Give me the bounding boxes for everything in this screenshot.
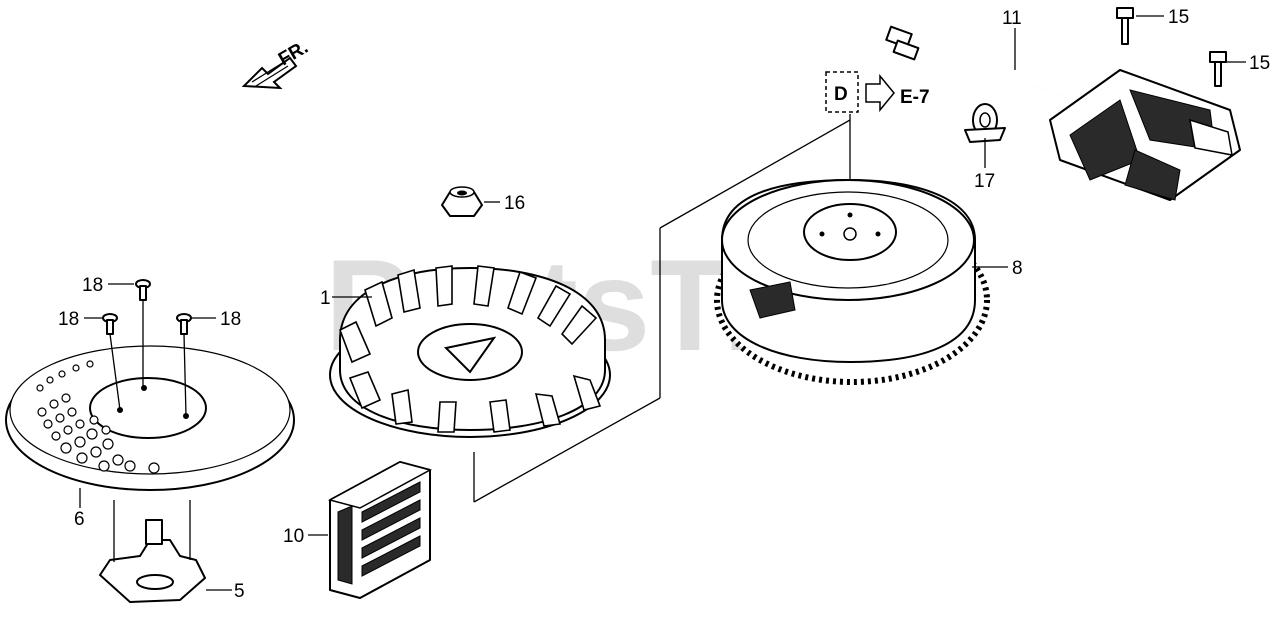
wire-clip-part [964, 103, 1006, 143]
reference-callout: D E-7 [825, 71, 930, 230]
flywheel-part [714, 179, 990, 385]
callout-5: 5 [234, 581, 245, 602]
front-direction-arrow: FR. [241, 37, 312, 90]
mounting-bracket-part [99, 500, 206, 603]
reference-box-label: D [834, 84, 848, 105]
flange-nut-part [441, 186, 483, 217]
screw-18-top [135, 279, 151, 301]
callout-16: 16 [504, 193, 525, 214]
screw-18-left [102, 313, 118, 335]
callout-1: 1 [320, 288, 331, 309]
screw-guide-lines [109, 300, 187, 417]
cooling-fan-part [329, 265, 611, 438]
callout-18-top: 18 [82, 275, 103, 296]
stator-coil-part [885, 25, 1241, 201]
bolt-15a [1116, 7, 1134, 45]
leader-lines [79, 15, 1246, 591]
shroud-plate-part [5, 345, 295, 491]
callout-10: 10 [283, 526, 304, 547]
callout-15b: 15 [1249, 53, 1270, 74]
callout-17: 17 [974, 171, 995, 192]
regulator-part [327, 461, 433, 599]
callout-11: 11 [1002, 8, 1022, 29]
bolt-15b [1209, 51, 1227, 87]
screw-18-right [176, 313, 192, 335]
callout-8: 8 [1012, 258, 1023, 279]
reference-target-label: E-7 [900, 87, 930, 108]
callout-18-left: 18 [58, 309, 79, 330]
callout-6: 6 [74, 509, 85, 530]
callout-15a: 15 [1168, 7, 1189, 28]
callout-18-right: 18 [220, 309, 241, 330]
assembly-guide-lines [473, 119, 851, 503]
